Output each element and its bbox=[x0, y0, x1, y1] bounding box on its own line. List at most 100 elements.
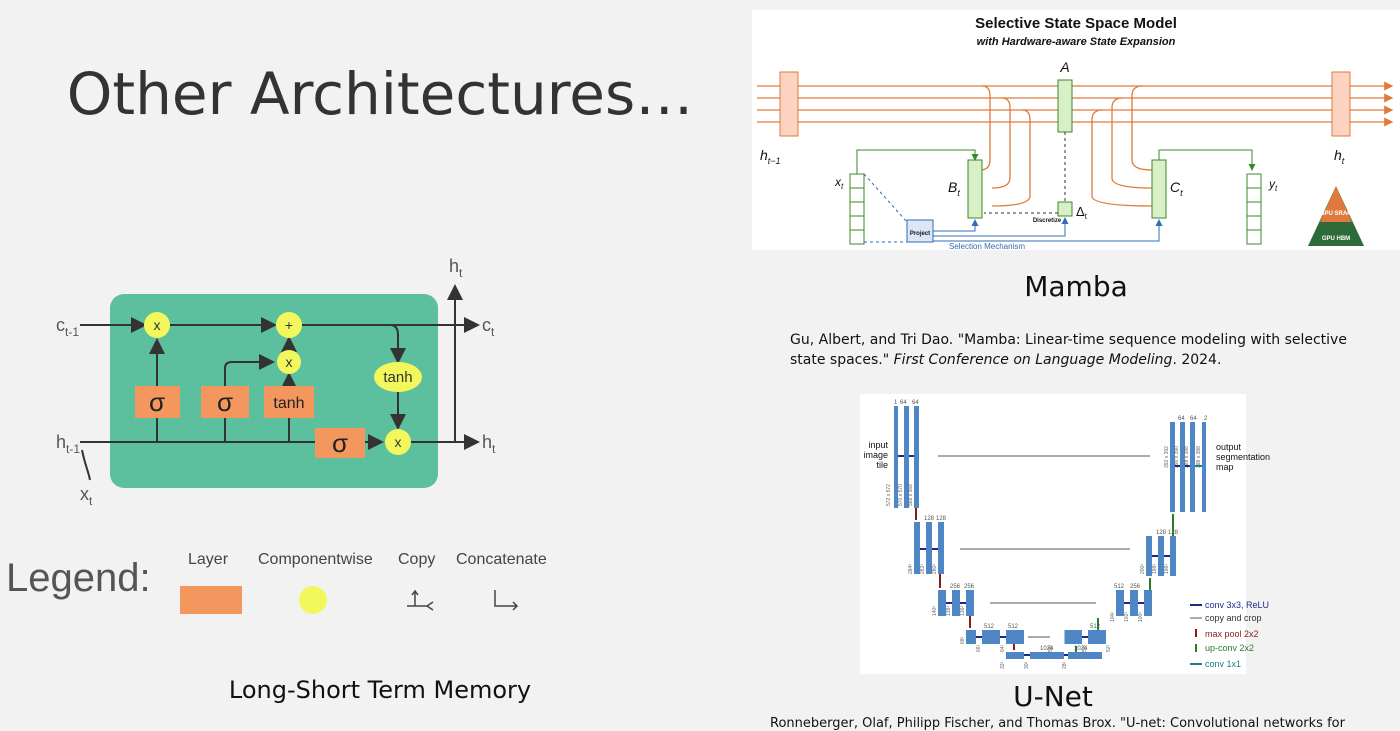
unet-size-label: 56² bbox=[1048, 644, 1054, 652]
h-prev-label: ht-1 bbox=[56, 432, 80, 456]
gpu-hbm-label: GPU HBM bbox=[1322, 236, 1350, 242]
unet-ch-label: 64 bbox=[900, 400, 907, 406]
unet-size-label: 104² bbox=[1110, 612, 1116, 622]
y-t-label: yt bbox=[1268, 177, 1278, 193]
discretize-label: Discretize bbox=[1033, 218, 1062, 224]
legend-componentwise-label: Componentwise bbox=[258, 551, 373, 568]
h-prev-state-block bbox=[779, 71, 799, 137]
project-label: Project bbox=[910, 231, 930, 237]
unet-ch-label: 256 bbox=[1130, 584, 1141, 590]
mamba-subtitle: with Hardware-aware State Expansion bbox=[977, 36, 1176, 48]
concatenate-arrow-icon bbox=[494, 590, 519, 611]
legend-layer-swatch bbox=[180, 586, 242, 614]
sigma-label: σ bbox=[149, 387, 165, 417]
x-t-label: xt bbox=[834, 175, 844, 191]
unet-block bbox=[966, 630, 976, 644]
gpu-sram-triangle bbox=[1320, 186, 1352, 222]
c-t-label: Ct bbox=[1170, 179, 1183, 198]
unet-block bbox=[904, 406, 909, 508]
unet-block bbox=[914, 406, 919, 508]
b-t-label: Bt bbox=[948, 179, 960, 198]
times-label: x bbox=[154, 317, 161, 333]
unet-ch-label: 2 bbox=[1204, 416, 1208, 422]
h-top-label: ht bbox=[449, 256, 463, 280]
unet-block bbox=[982, 630, 1000, 644]
unet-block bbox=[1158, 536, 1164, 576]
unet-size-label: 102² bbox=[1124, 612, 1130, 622]
unet-block bbox=[1088, 630, 1106, 644]
unet-block bbox=[1146, 536, 1152, 576]
lstm-diagram: σ σ tanh σ x + x tanh x ct-1 ct ht-1 ht … bbox=[56, 256, 496, 508]
unet-block bbox=[1170, 422, 1175, 512]
a-label: A bbox=[1059, 59, 1069, 75]
unet-ch-label: 128 bbox=[936, 516, 947, 522]
unet-size-label: 100² bbox=[1138, 612, 1144, 622]
unet-size-label: 198² bbox=[1152, 564, 1158, 574]
unet-size-label: 66² bbox=[976, 644, 982, 652]
forget-gate-layer bbox=[135, 386, 180, 418]
unet-block bbox=[894, 406, 898, 508]
unet-caption: U-Net bbox=[1013, 680, 1093, 713]
lstm-caption: Long-Short Term Memory bbox=[228, 676, 532, 704]
cell-tanh-node bbox=[374, 362, 422, 392]
unet-block bbox=[1064, 630, 1082, 644]
unet-ch-label: 512 bbox=[1008, 624, 1019, 630]
tanh-label: tanh bbox=[383, 369, 412, 386]
unet-block bbox=[966, 590, 974, 616]
unet-size-label: 200² bbox=[1140, 564, 1146, 574]
unet-ch-label: 1024 bbox=[1040, 646, 1054, 652]
h-out-label: ht bbox=[482, 432, 496, 456]
unet-size-label: 568 x 568 bbox=[908, 484, 914, 506]
candidate-layer bbox=[264, 386, 314, 418]
unet-size-label: 52² bbox=[1106, 644, 1112, 652]
unet-block bbox=[1006, 630, 1024, 644]
delta-block bbox=[1057, 201, 1073, 217]
h-t-state-block bbox=[1331, 71, 1351, 137]
unet-ch-label: 512 bbox=[1114, 584, 1125, 590]
unet-size-label: 138² bbox=[946, 606, 952, 616]
unet-block bbox=[1144, 590, 1152, 616]
unet-ch-label: 64 bbox=[912, 400, 919, 406]
unet-block bbox=[938, 590, 946, 616]
b-t-block bbox=[967, 159, 983, 219]
mamba-citation: Gu, Albert, and Tri Dao. "Mamba: Linear-… bbox=[790, 332, 1347, 368]
h-prev-label: ht−1 bbox=[760, 147, 781, 166]
gpu-sram-label: GPU SRAM bbox=[1320, 211, 1352, 217]
input-gate-layer bbox=[201, 386, 249, 418]
unet-size-label: 388 x 388 bbox=[1184, 446, 1190, 468]
unet-ch-label: 1 bbox=[894, 400, 898, 406]
tanh-label: tanh bbox=[273, 395, 304, 412]
unet-citation: Ronneberger, Olaf, Philipp Fischer, and … bbox=[770, 716, 1345, 731]
unet-block bbox=[926, 522, 932, 574]
unet-ch-label: 64 bbox=[1178, 416, 1185, 422]
unet-ch-label: 1024 bbox=[1074, 646, 1088, 652]
unet-legend-pool: max pool 2x2 bbox=[1205, 629, 1259, 639]
cell-add-node bbox=[276, 312, 302, 338]
plus-label: + bbox=[285, 317, 293, 333]
unet-block bbox=[1116, 590, 1124, 616]
a-matrix-block bbox=[1057, 79, 1073, 133]
legend-copy-label: Copy bbox=[398, 551, 436, 568]
sigma-label: σ bbox=[332, 428, 348, 458]
unet-block bbox=[1190, 422, 1195, 512]
times-label: x bbox=[286, 354, 293, 370]
unet-size-label: 54² bbox=[1082, 644, 1088, 652]
h-t-label: ht bbox=[1334, 147, 1345, 166]
mamba-diagram: Selective State Space Model with Hardwar… bbox=[752, 10, 1400, 251]
c-out-label: ct bbox=[482, 315, 495, 339]
unet-ch-label: 128 bbox=[924, 516, 935, 522]
unet-size-label: 390 x 390 bbox=[1174, 446, 1180, 468]
unet-legend-conv: conv 3x3, ReLU bbox=[1205, 600, 1269, 610]
unet-size-label: 32² bbox=[1000, 661, 1006, 669]
delta-label: Δt bbox=[1076, 204, 1088, 221]
output-gate-layer bbox=[315, 428, 365, 458]
unet-block bbox=[1030, 652, 1064, 659]
c-prev-label: ct-1 bbox=[56, 315, 79, 339]
unet-block bbox=[1180, 422, 1185, 512]
unet-legend-upconv: up-conv 2x2 bbox=[1205, 643, 1254, 653]
unet-ch-label: 64 bbox=[1190, 416, 1197, 422]
unet-size-label: 282² bbox=[920, 564, 926, 574]
unet-legend-copy: copy and crop bbox=[1205, 613, 1262, 623]
